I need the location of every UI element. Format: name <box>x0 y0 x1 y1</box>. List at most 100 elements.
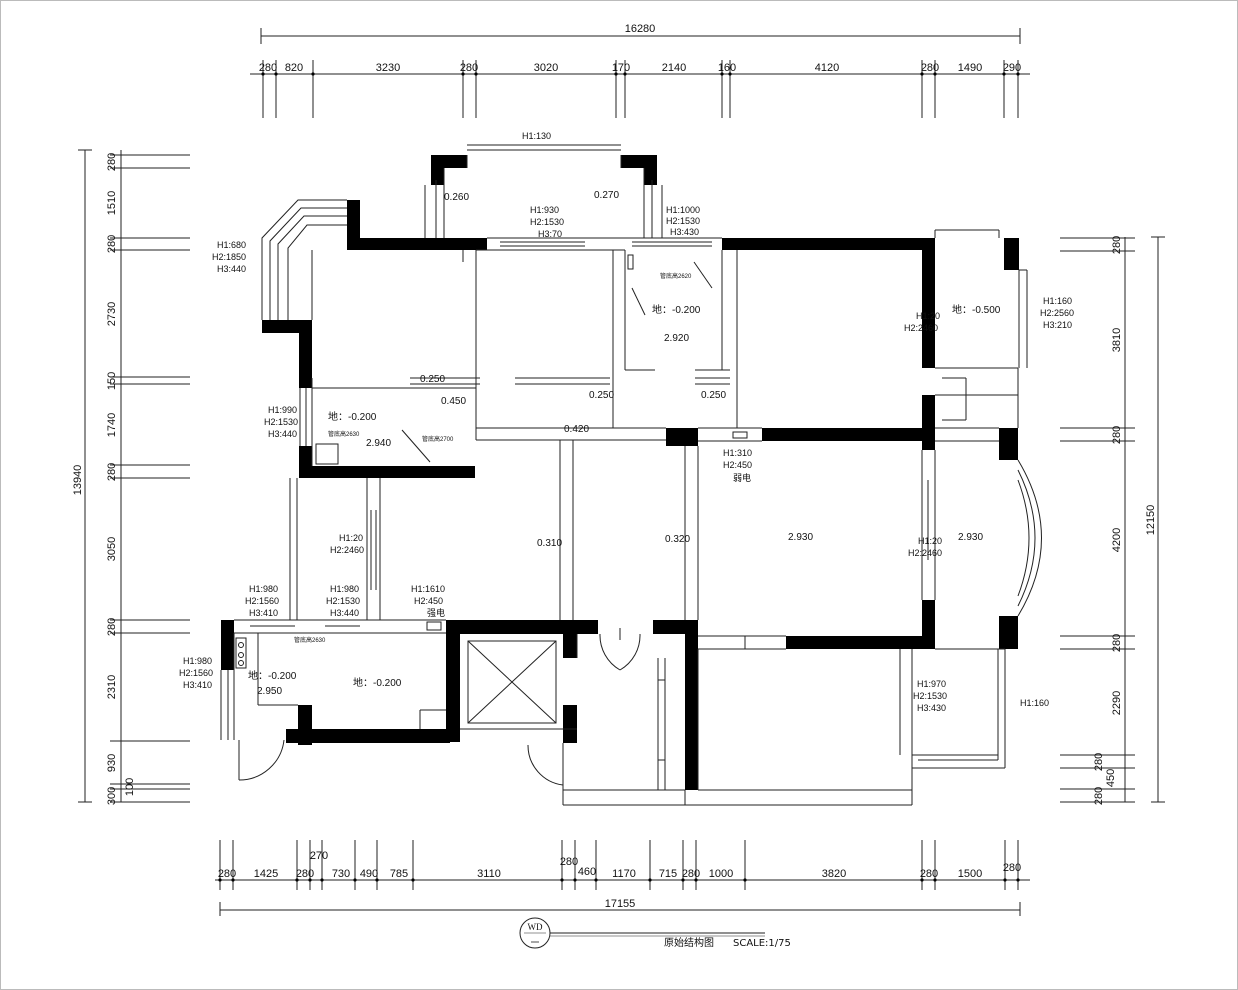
elevation-mark: 0.310 <box>537 538 562 549</box>
left-dim-seg: 280 <box>106 153 118 171</box>
top-dim-seg: 280 <box>259 62 277 74</box>
bottom-dim-seg: 715 <box>659 868 677 880</box>
left-dim-seg: 280 <box>106 235 118 253</box>
right-dim-seg: 3810 <box>1111 328 1123 352</box>
right-dim-seg: 280 <box>1111 426 1123 444</box>
left-dim-seg: 3050 <box>106 537 118 561</box>
pipe-note: 管底高2630 <box>328 430 360 438</box>
pipe-note: 管底高2620 <box>660 272 692 280</box>
bottom-dim-seg: 1500 <box>958 868 982 880</box>
window-label: H1:990 <box>268 405 297 415</box>
floor-level: 地：-0.200 <box>248 669 297 682</box>
window-label: H2:1530 <box>913 691 947 701</box>
right-dim-seg: 4200 <box>1111 528 1123 552</box>
bottom-dim-seg: 280 <box>296 868 314 880</box>
bottom-dim-seg: 280 <box>218 868 236 880</box>
linework <box>220 144 1042 806</box>
bottom-dim-seg: 460 <box>578 866 596 878</box>
left-total-dimension: 13940 <box>72 465 84 496</box>
right-dim-seg: 280 <box>1093 787 1105 805</box>
title-block: WD 原始结构图 SCALE:1/75 <box>519 917 791 949</box>
window-label: H2:1530 <box>530 217 564 227</box>
window-label: H3:430 <box>917 703 946 713</box>
window-label: H2:2460 <box>904 323 938 333</box>
window-label: 强电 <box>427 607 445 618</box>
window-label: H3:440 <box>217 264 246 274</box>
top-dim-seg: 2140 <box>662 62 686 74</box>
window-label: H2:2460 <box>330 545 364 555</box>
left-dim-seg: 150 <box>106 372 118 390</box>
window-label: H1:20 <box>918 536 942 546</box>
top-dim-seg: 820 <box>285 62 303 74</box>
left-dim-seg: 280 <box>106 463 118 481</box>
window-label: H1:20 <box>339 533 363 543</box>
bottom-dim-seg: 280 <box>560 856 578 868</box>
window-label: H2:450 <box>414 596 443 606</box>
window-label: H1:970 <box>917 679 946 689</box>
left-dim-seg: 300 <box>106 787 118 805</box>
bottom-dim-seg: 1170 <box>612 868 636 880</box>
left-dim-seg: 1510 <box>106 191 118 215</box>
pipe-notes: 管底高2620 管底高2630 管底高2700 管底高2630 <box>294 272 692 644</box>
window-label: 弱电 <box>733 472 751 483</box>
right-total-dimension: 12150 <box>1145 505 1157 536</box>
bottom-dim-seg: 3110 <box>477 868 501 880</box>
elevation-mark: 0.250 <box>589 390 614 401</box>
top-dim-seg: 280 <box>921 62 939 74</box>
top-dim-seg: 4120 <box>815 62 839 74</box>
bottom-total-dimension: 17155 <box>605 898 636 910</box>
window-label: H2:2460 <box>908 548 942 558</box>
top-dim-seg: 160 <box>718 62 736 74</box>
top-dim-seg: 3230 <box>376 62 400 74</box>
left-dim-seg: 1740 <box>106 413 118 437</box>
elevation-mark: 0.320 <box>665 534 690 545</box>
window-label: H1:160 <box>1020 698 1049 708</box>
structural-walls <box>221 155 1019 790</box>
floor-level: 地：-0.200 <box>652 303 701 316</box>
right-dim-seg: 280 <box>1093 753 1105 771</box>
right-dim-seg: 2290 <box>1111 691 1123 715</box>
window-label: H3:70 <box>538 229 562 239</box>
bottom-dim-seg: 3820 <box>822 868 846 880</box>
window-label: H1:310 <box>723 448 752 458</box>
bottom-dim-seg: 270 <box>310 850 328 862</box>
top-dim-seg: 170 <box>612 62 630 74</box>
window-label: H3:440 <box>330 608 359 618</box>
window-label: H2:1560 <box>245 596 279 606</box>
top-dimension-chain: 16280 280 820 3230 280 3020 <box>250 23 1030 118</box>
elevation-mark: 0.260 <box>444 192 469 203</box>
window-label: H2:1530 <box>264 417 298 427</box>
drawing-scale: SCALE:1/75 <box>733 938 791 949</box>
floor-level: 地：-0.200 <box>353 676 402 689</box>
elevation-mark: 2.930 <box>958 532 983 543</box>
window-label: H1:130 <box>522 131 551 141</box>
window-label: H3:440 <box>268 429 297 439</box>
floor-level: 地：-0.200 <box>328 410 377 423</box>
right-dim-seg: 280 <box>1111 634 1123 652</box>
bottom-dimension-chain: 280 1425 280 270 730 490 785 3110 280 46… <box>215 840 1030 916</box>
window-label: H3:430 <box>670 227 699 237</box>
left-dim-seg: 2310 <box>106 675 118 699</box>
window-label: H1:1000 <box>666 205 700 215</box>
window-label: H1:980 <box>183 656 212 666</box>
window-label: H2:1850 <box>212 252 246 262</box>
window-label: H1:160 <box>1043 296 1072 306</box>
top-dim-seg: 290 <box>1003 62 1021 74</box>
drawing-title: 原始结构图 <box>664 936 714 949</box>
top-total-dimension: 16280 <box>625 23 656 35</box>
window-label: H3:210 <box>1043 320 1072 330</box>
left-dim-seg: 2730 <box>106 302 118 326</box>
elevation-mark: 2.940 <box>366 438 391 449</box>
left-dim-seg: 100 <box>124 778 136 796</box>
window-label: H1:980 <box>249 584 278 594</box>
drawing-badge: WD <box>528 922 543 932</box>
left-dimension-chain: 13940 280 1510 280 2730 150 1740 280 305… <box>72 149 190 805</box>
window-label: H2:1530 <box>666 216 700 226</box>
window-label: H2:2560 <box>1040 308 1074 318</box>
elevation-mark: 0.270 <box>594 190 619 201</box>
elevation-mark: 0.250 <box>420 374 445 385</box>
right-dimension-chain: 12150 280 3810 280 4200 280 2290 280 450… <box>1060 236 1165 805</box>
bottom-dim-seg: 1000 <box>709 868 733 880</box>
elevation-mark: 0.450 <box>441 396 466 407</box>
window-label: H1:680 <box>217 240 246 250</box>
